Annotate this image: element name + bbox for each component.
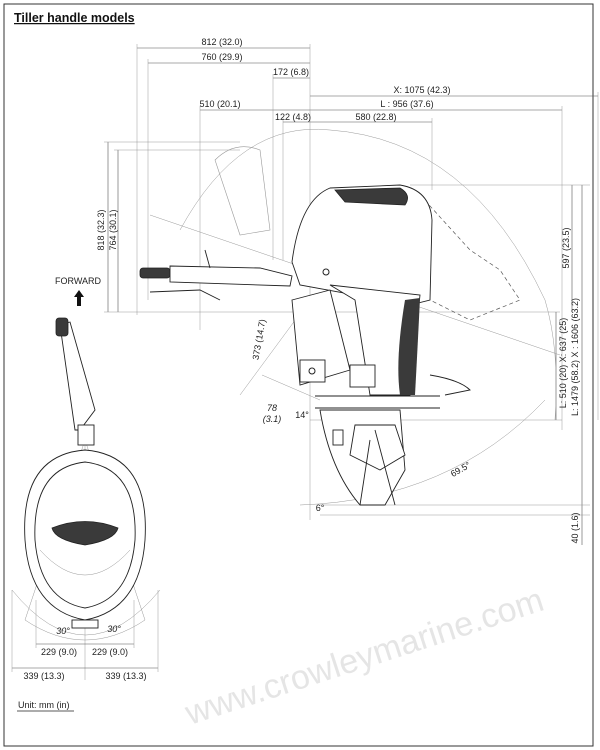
- angle-6: 6°: [316, 503, 325, 513]
- watermark: www.crowleymarine.com: [180, 581, 548, 733]
- unit-label: Unit: mm (in): [18, 700, 70, 710]
- dim-373: 373 (14.7): [251, 318, 268, 360]
- forward-arrow-icon: [74, 290, 84, 306]
- dim-229-left: 229 (9.0): [41, 647, 77, 657]
- dim-580: 580 (22.8): [355, 112, 396, 122]
- dim-760: 760 (29.9): [201, 52, 242, 62]
- dim-78: 78: [267, 403, 277, 413]
- dim-812: 812 (32.0): [201, 37, 242, 47]
- dim-l510-x637: L: 510 (20) X: 637 (25): [558, 318, 568, 409]
- dim-l-956: L : 956 (37.6): [380, 99, 433, 109]
- angle-right-30: 30°: [107, 624, 121, 634]
- dim-x-1075: X: 1075 (42.3): [393, 85, 450, 95]
- top-dimension-lines: [136, 44, 599, 520]
- dim-339-right: 339 (13.3): [105, 671, 146, 681]
- page-frame: [3, 3, 594, 747]
- dim-510: 510 (20.1): [199, 99, 240, 109]
- outboard-side-view: [139, 146, 521, 506]
- angle-69-5: 69.5°: [449, 460, 473, 479]
- dim-229-right: 229 (9.0): [92, 647, 128, 657]
- dim-597: 597 (23.5): [561, 227, 571, 268]
- diagram-title: Tiller handle models: [14, 11, 135, 25]
- dim-764: 764 (30.1): [108, 209, 118, 250]
- dim-40: 40 (1.6): [570, 512, 580, 543]
- angle-14: 14°: [295, 410, 309, 420]
- outboard-top-view: [11, 317, 161, 680]
- dim-l1479-x1606: L: 1479 (58.2) X : 1606 (63.2): [570, 298, 580, 416]
- dim-78-in: (3.1): [263, 414, 282, 424]
- dim-339-left: 339 (13.3): [23, 671, 64, 681]
- dim-818: 818 (32.3): [96, 209, 106, 250]
- angle-left-30: 30°: [56, 626, 70, 636]
- dim-172: 172 (6.8): [273, 67, 309, 77]
- forward-label: FORWARD: [55, 276, 101, 286]
- dim-122: 122 (4.8): [275, 112, 311, 122]
